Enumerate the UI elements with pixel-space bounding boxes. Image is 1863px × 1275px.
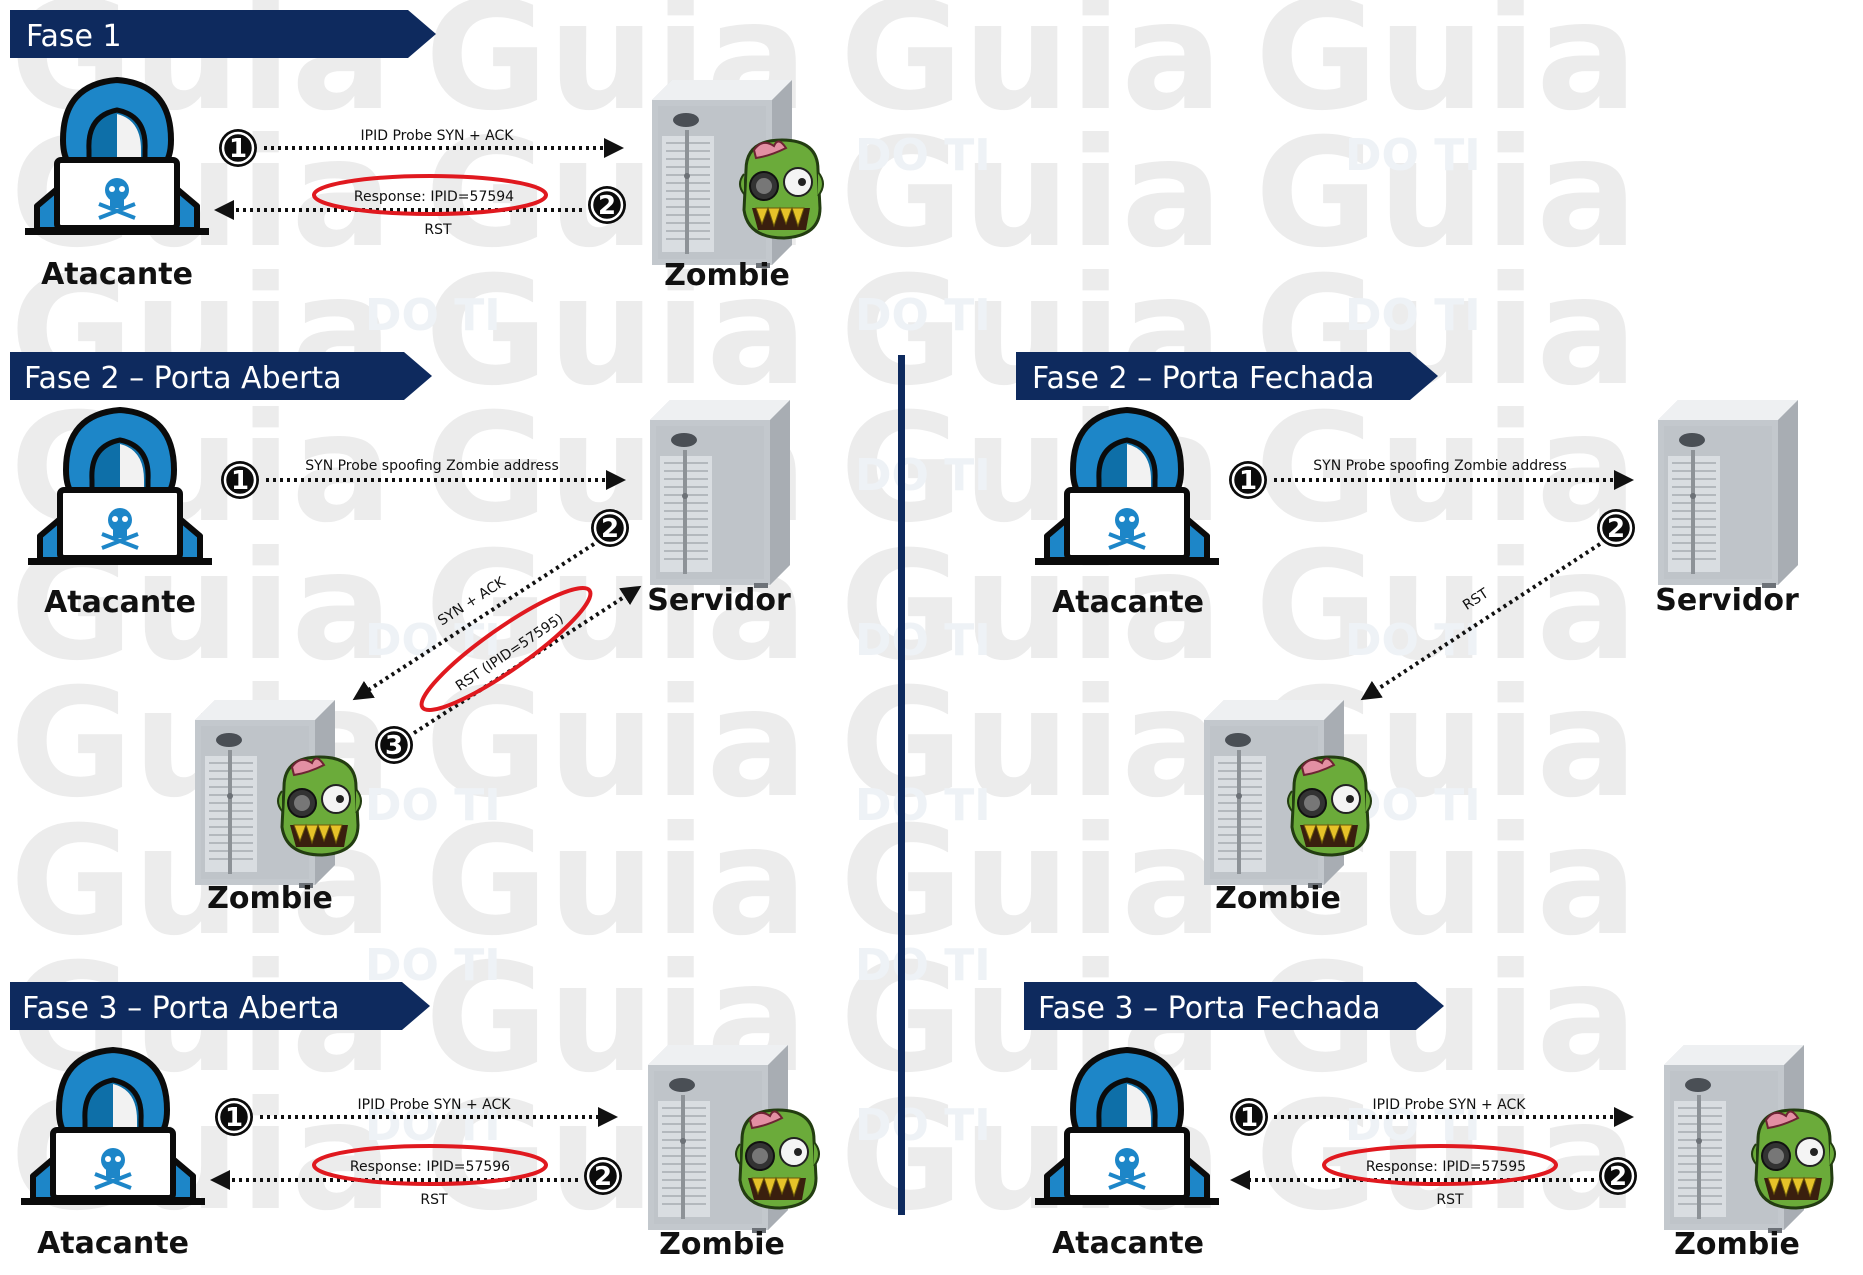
watermark-text: Guia xyxy=(1255,107,1638,281)
phase-3-open-banner xyxy=(10,982,430,1030)
step-2-badge: 2 xyxy=(582,1155,624,1197)
zombie-label: Zombie xyxy=(659,1227,785,1262)
attacker-label: Atacante xyxy=(37,1226,189,1261)
watermark-subtext: DO TI xyxy=(855,940,991,991)
step-2-badge: 2 xyxy=(1595,507,1637,549)
step-2-number: 2 xyxy=(601,514,619,544)
vertical-divider xyxy=(898,355,905,1215)
server-label: Servidor xyxy=(647,583,791,618)
phase-2-open-title: Fase 2 – Porta Aberta xyxy=(24,361,342,396)
attacker-label: Atacante xyxy=(41,257,193,292)
probe-label: IPID Probe SYN + ACK xyxy=(358,1097,512,1113)
response-label: Response: IPID=57596 xyxy=(350,1159,510,1175)
step-1-number: 1 xyxy=(1239,466,1257,496)
rst-highlight xyxy=(419,586,593,712)
zombie-label: Zombie xyxy=(1674,1227,1800,1262)
response-highlight xyxy=(1322,1144,1558,1186)
step-1-badge: 1 xyxy=(1228,1096,1270,1138)
watermark-subtext: DO TI xyxy=(1345,615,1481,666)
rst-label: RST xyxy=(424,222,452,238)
watermark-subtext: DO TI xyxy=(855,290,991,341)
zombie-label: Zombie xyxy=(207,881,333,916)
response-highlight xyxy=(312,174,548,216)
attacker-label: Atacante xyxy=(44,585,196,620)
zombie-icon xyxy=(738,138,825,240)
step-3-badge: 3 xyxy=(373,724,415,766)
watermark-text: Guia xyxy=(1255,1070,1638,1244)
rst-label: RST xyxy=(1436,1192,1464,1208)
zombie-icon xyxy=(1750,1108,1837,1210)
watermark-subtext: DO TI xyxy=(855,1100,991,1151)
synack-arrow xyxy=(352,542,596,701)
zombie-label: Zombie xyxy=(1215,881,1341,916)
watermark-subtext: DO TI xyxy=(855,780,991,831)
watermark-text: Guia xyxy=(1255,0,1638,144)
watermark-subtext: DO TI xyxy=(365,1100,501,1151)
step-2-number: 2 xyxy=(594,1162,612,1192)
step-1-badge: 1 xyxy=(213,1096,255,1138)
watermark-subtext: DO TI xyxy=(365,615,501,666)
phase-2-closed-panel: Fase 2 – Porta Fechada Atacante Servidor… xyxy=(1016,352,1799,916)
zombie-icon xyxy=(276,755,363,857)
step-2-number: 2 xyxy=(1607,514,1625,544)
zombie-label: Zombie xyxy=(664,258,790,293)
response-label: Response: IPID=57595 xyxy=(1366,1159,1526,1175)
phase-2-closed-title: Fase 2 – Porta Fechada xyxy=(1032,361,1374,396)
probe-label: SYN Probe spoofing Zombie address xyxy=(305,458,559,474)
step-2-badge: 2 xyxy=(1597,1155,1639,1197)
probe-label: IPID Probe SYN + ACK xyxy=(361,128,515,144)
step-1-number: 1 xyxy=(231,466,249,496)
step-2-number: 2 xyxy=(598,191,616,221)
zombie-icon xyxy=(734,1108,821,1210)
watermark-text: Guia xyxy=(840,0,1223,144)
step-1-number: 1 xyxy=(1240,1103,1258,1133)
step-3-number: 3 xyxy=(385,731,403,761)
phase-1-banner xyxy=(10,10,436,58)
phase-3-open-panel: Fase 3 – Porta Aberta Atacante Zombie IP… xyxy=(10,982,821,1262)
watermark-subtext: DO TI xyxy=(365,780,501,831)
step-1-badge: 1 xyxy=(219,459,261,501)
server-icon xyxy=(650,400,790,588)
watermark-subtext: DO TI xyxy=(855,130,991,181)
watermark-subtext: DO TI xyxy=(1345,290,1481,341)
phase-1-panel: Fase 1 Atacante Zombie IPID Probe SYN + … xyxy=(10,10,825,293)
step-2-number: 2 xyxy=(1609,1162,1627,1192)
zombie-icon xyxy=(1286,755,1373,857)
watermark-subtext: DO TI xyxy=(1345,1100,1481,1151)
watermark-subtext: DO TI xyxy=(1345,130,1481,181)
watermark-subtext: DO TI xyxy=(365,290,501,341)
rst-label: RST xyxy=(420,1192,448,1208)
step-2-badge: 2 xyxy=(586,184,628,226)
watermark-text: Guia xyxy=(425,795,808,969)
phase-3-closed-panel: Fase 3 – Porta Fechada Atacante Zombie I… xyxy=(1024,982,1837,1262)
probe-label: SYN Probe spoofing Zombie address xyxy=(1313,458,1567,474)
step-2-badge: 2 xyxy=(589,507,631,549)
rst-arrow xyxy=(1360,542,1602,701)
watermark-subtext: DO TI xyxy=(855,450,991,501)
watermark-text: Guia xyxy=(1255,520,1638,694)
step-1-number: 1 xyxy=(229,134,247,164)
watermark-text: Guia xyxy=(425,245,808,419)
phase-2-closed-banner xyxy=(1016,352,1438,400)
phase-3-closed-title: Fase 3 – Porta Fechada xyxy=(1038,991,1380,1026)
watermark-text: Guia xyxy=(1255,382,1638,556)
probe-label: IPID Probe SYN + ACK xyxy=(1373,1097,1527,1113)
step-1-number: 1 xyxy=(225,1103,243,1133)
phase-1-title: Fase 1 xyxy=(26,19,122,54)
watermark-subtext: DO TI xyxy=(855,615,991,666)
server-label: Servidor xyxy=(1655,583,1799,618)
response-label: Response: IPID=57594 xyxy=(354,189,514,205)
watermark-text: Guia xyxy=(840,107,1223,281)
attacker-label: Atacante xyxy=(1052,1226,1204,1261)
phase-2-open-banner xyxy=(10,352,432,400)
step-1-badge: 1 xyxy=(217,127,259,169)
phase-3-closed-banner xyxy=(1024,982,1444,1030)
server-icon xyxy=(1658,400,1798,588)
step-1-badge: 1 xyxy=(1227,459,1269,501)
response-highlight xyxy=(312,1144,548,1186)
attacker-label: Atacante xyxy=(1052,585,1204,620)
phase-3-open-title: Fase 3 – Porta Aberta xyxy=(22,991,340,1026)
